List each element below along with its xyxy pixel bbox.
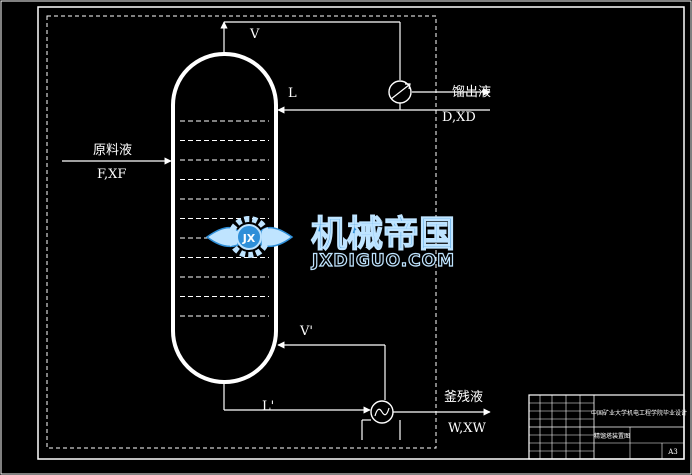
watermark: JX 机械帝国 JXDIGUO.COM — [205, 213, 456, 272]
label-reflux: L — [288, 86, 297, 101]
label-feed-name: 原料液 — [93, 143, 132, 158]
emblem-letters: JX — [242, 232, 256, 245]
brand-en: JXDIGUO.COM — [311, 251, 455, 271]
label-top-vapor: V — [249, 27, 260, 42]
condenser-icon — [388, 80, 412, 104]
system-boundary — [46, 15, 437, 449]
label-feed-vars: F,XF — [97, 167, 126, 182]
label-residue-vars: W,XW — [448, 421, 486, 436]
title-block-school: 中国矿业大学机电工程学院毕业设计 — [591, 409, 687, 417]
label-bottom-vapor: V' — [299, 324, 313, 339]
title-block: 中国矿业大学机电工程学院毕业设计 精馏塔装置图 A3 — [528, 394, 687, 460]
title-block-drawing-name: 精馏塔装置图 — [594, 432, 630, 440]
drawing-frame — [37, 6, 685, 460]
reboiler-icon — [370, 400, 394, 424]
label-distillate-vars: D,XD — [442, 110, 476, 125]
brand-cn: 机械帝国 — [311, 214, 455, 255]
label-residue-name: 釜残液 — [444, 390, 483, 405]
label-bottom-liquid: L' — [262, 399, 274, 414]
gear-wings-icon: JX — [205, 216, 294, 258]
title-block-sheet: A3 — [667, 448, 678, 456]
label-distillate-name: 馏出液 — [452, 85, 491, 100]
